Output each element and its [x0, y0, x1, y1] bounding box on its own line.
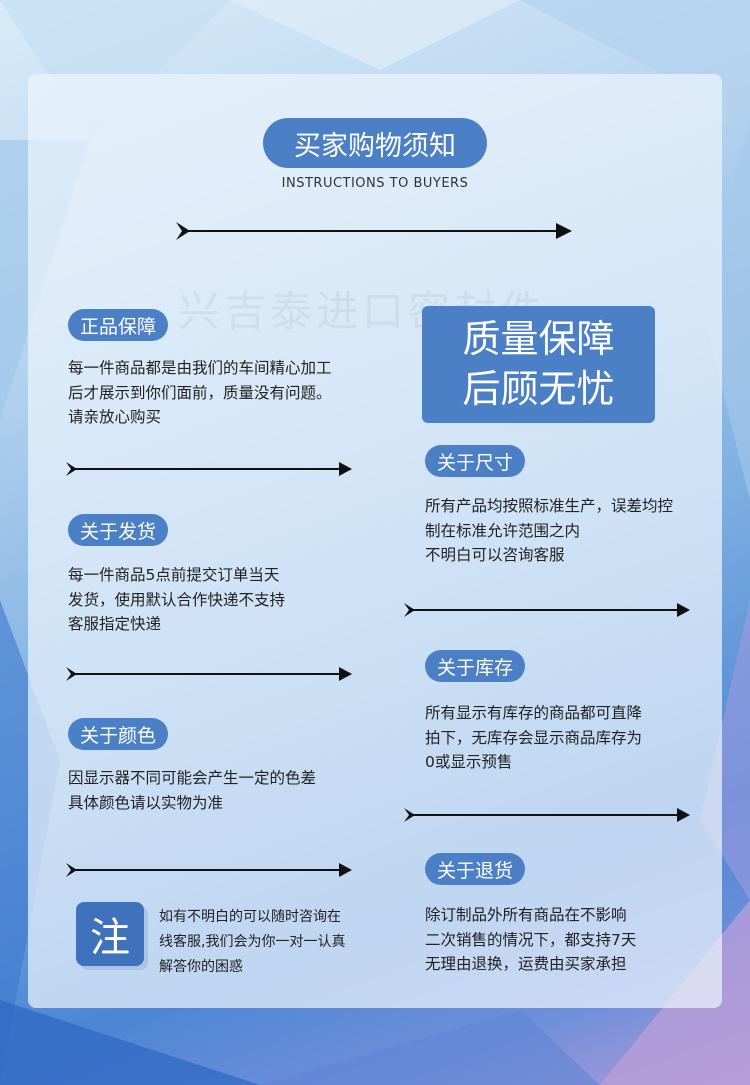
section-title-size: 关于尺寸	[425, 445, 526, 477]
section-title-stock: 关于库存	[425, 650, 526, 682]
arrow-divider-icon	[176, 222, 572, 240]
page-title: 买家购物须知	[263, 118, 487, 168]
arrow-divider-icon	[404, 603, 690, 617]
arrow-divider-icon	[66, 863, 352, 877]
section-text-size: 所有产品均按照标准生产，误差均控 制在标准允许范围之内 不明白可以咨询客服	[425, 497, 674, 564]
section-text-genuine: 每一件商品都是由我们的车间精心加工 后才展示到你们面前，质量没有问题。 请亲放心…	[68, 359, 332, 426]
section-title-returns: 关于退货	[425, 853, 526, 885]
page-subtitle: INSTRUCTIONS TO BUYERS	[281, 176, 469, 191]
arrow-divider-icon	[404, 808, 690, 822]
note-icon: 注	[76, 902, 144, 966]
quality-banner: 质量保障 后顾无忧	[422, 306, 655, 423]
arrow-divider-icon	[66, 667, 352, 681]
section-title-shipping: 关于发货	[68, 514, 169, 546]
section-text-returns: 除订制品外所有商品在不影响 二次销售的情况下，都支持7天 无理由退换，运费由买家…	[425, 906, 637, 973]
section-text-color: 因显示器不同可能会产生一定的色差 具体颜色请以实物为准	[68, 769, 317, 812]
note-text: 如有不明白的可以随时咨询在 线客服,我们会为你一对一认真 解答你的困惑	[159, 909, 346, 975]
section-text-stock: 所有显示有库存的商品都可直降 拍下，无库存会显示商品库存为 0或显示预售	[425, 704, 643, 771]
section-text-shipping: 每一件商品5点前提交订单当天 发货，使用默认合作快递不支持 客服指定快递	[68, 566, 286, 633]
section-title-color: 关于颜色	[68, 718, 169, 750]
section-title-genuine: 正品保障	[68, 309, 169, 341]
arrow-divider-icon	[66, 462, 352, 476]
instructions-card: 买家购物须知 INSTRUCTIONS TO BUYERS 兴吉泰进口密封件 正…	[28, 74, 722, 1008]
